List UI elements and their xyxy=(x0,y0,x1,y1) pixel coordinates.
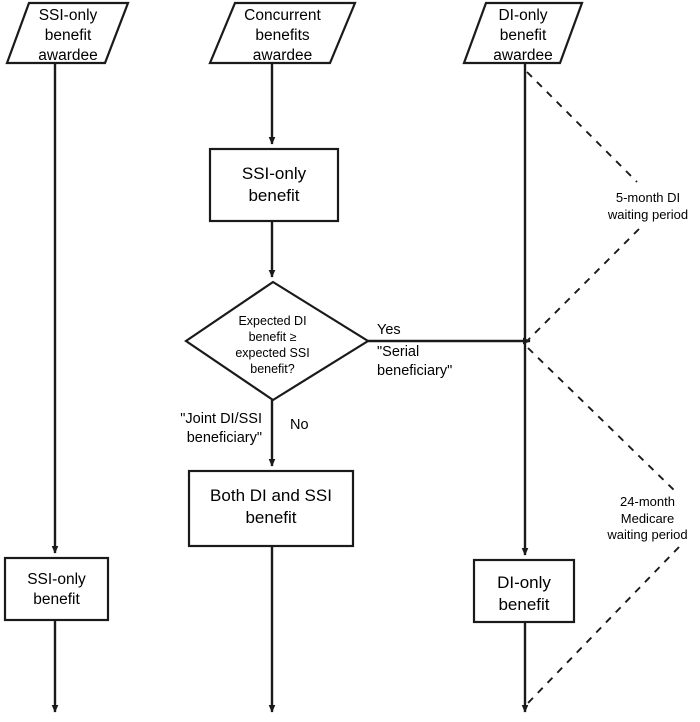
node-both-di-ssi-shape xyxy=(187,469,355,548)
node-concurrent-awardee-shape xyxy=(208,1,357,65)
node-di-only-awardee-shape xyxy=(462,1,584,65)
node-ssi-only-benefit-mid-shape xyxy=(208,147,340,223)
bracket-5-month-di-waiting-period xyxy=(526,71,638,183)
node-di-only-benefit-shape xyxy=(472,558,576,624)
bracket-24-month-medicare-waiting-period xyxy=(527,347,677,493)
node-decision-shape xyxy=(184,280,371,402)
node-ssi-only-benefit-left-shape xyxy=(3,556,110,622)
node-ssi-only-awardee-shape xyxy=(5,1,130,65)
bracket-5-month-di-waiting-period-lower xyxy=(527,228,640,341)
